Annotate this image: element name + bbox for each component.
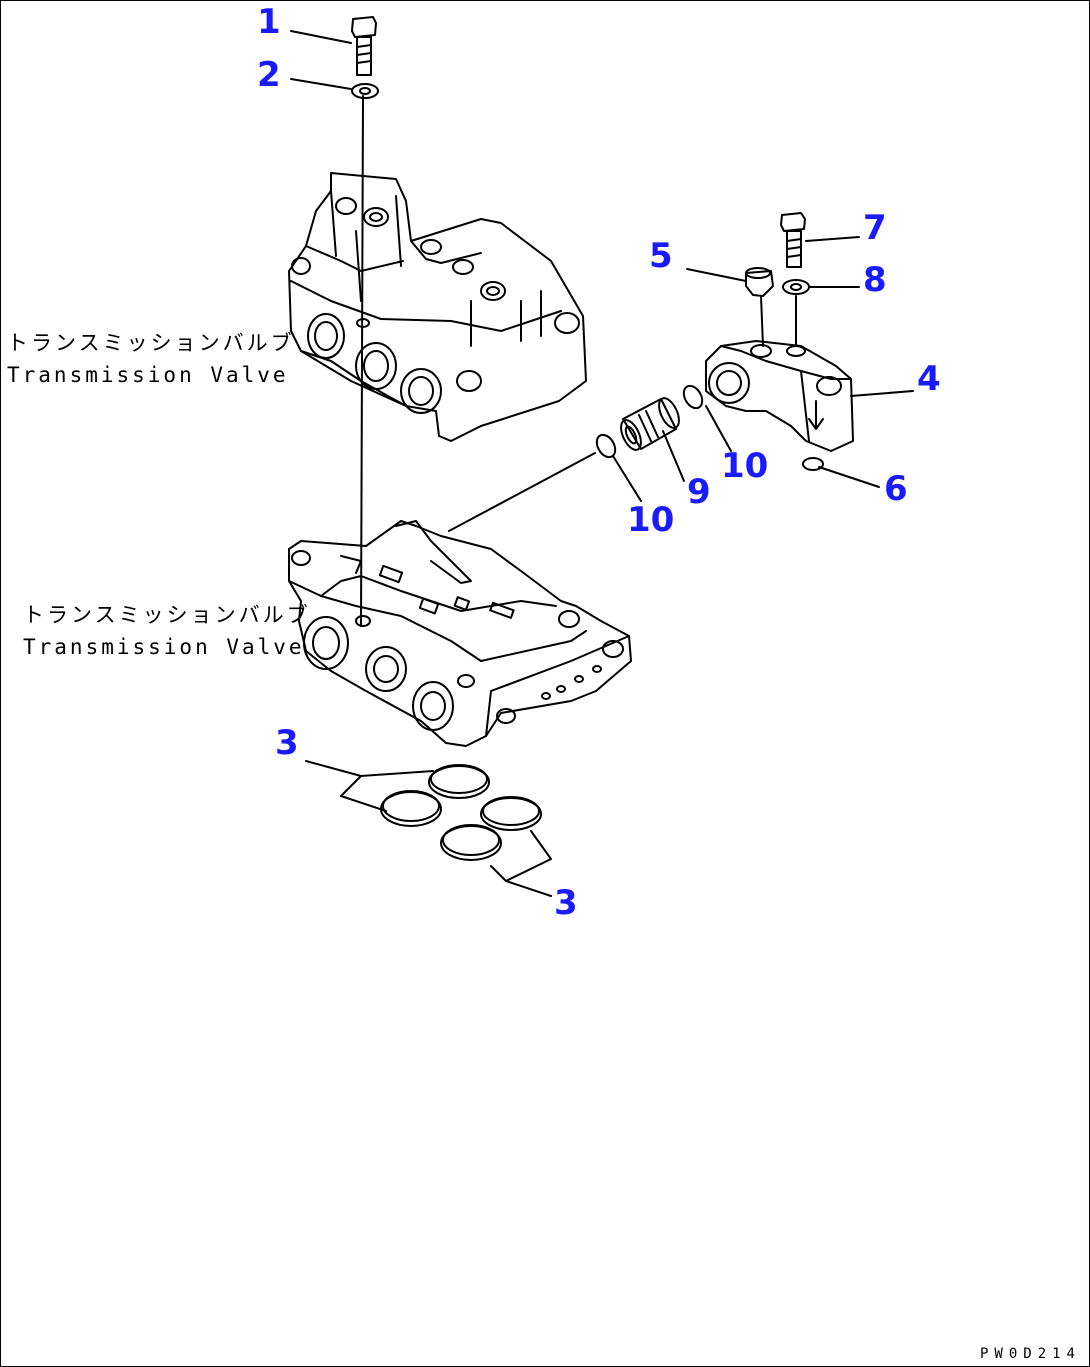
- callout-4[interactable]: 4: [917, 359, 941, 399]
- callout-3-top[interactable]: 3: [275, 723, 299, 763]
- o-ring-part-10-right: [682, 384, 704, 410]
- lower-transmission-valve: [288, 520, 632, 747]
- upper-transmission-valve: [288, 172, 587, 442]
- callout-1[interactable]: 1: [257, 2, 281, 42]
- callout-10-left[interactable]: 10: [627, 500, 675, 540]
- callout-6[interactable]: 6: [884, 469, 908, 509]
- o-rings-part-3: [380, 764, 542, 861]
- callout-8[interactable]: 8: [863, 260, 887, 300]
- elbow-block-part-4: [705, 340, 854, 452]
- bolt-part-7: [780, 212, 806, 268]
- callout-2[interactable]: 2: [257, 55, 281, 95]
- callout-7[interactable]: 7: [863, 208, 887, 248]
- callout-9[interactable]: 9: [687, 472, 711, 512]
- callout-3-bottom[interactable]: 3: [554, 883, 578, 923]
- callout-5[interactable]: 5: [649, 236, 673, 276]
- o-ring-part-10-left: [595, 433, 617, 459]
- washer-part-2: [351, 83, 379, 99]
- upper-valve-label-en: Transmission Valve: [7, 363, 289, 387]
- callout-10-right[interactable]: 10: [721, 446, 769, 486]
- washer-part-8: [782, 279, 810, 295]
- sleeve-part-9: [620, 397, 680, 451]
- document-code: PW0D214: [979, 1346, 1081, 1362]
- o-ring-part-6: [802, 457, 824, 471]
- leader-lines: [290, 30, 914, 897]
- lower-valve-label-jp: トランスミッションバルブ: [23, 603, 311, 627]
- plug-part-5: [745, 267, 774, 297]
- upper-valve-label-jp: トランスミッションバルブ: [7, 331, 295, 355]
- lower-valve-label-en: Transmission Valve: [23, 635, 305, 659]
- bolt-part-1: [351, 16, 377, 76]
